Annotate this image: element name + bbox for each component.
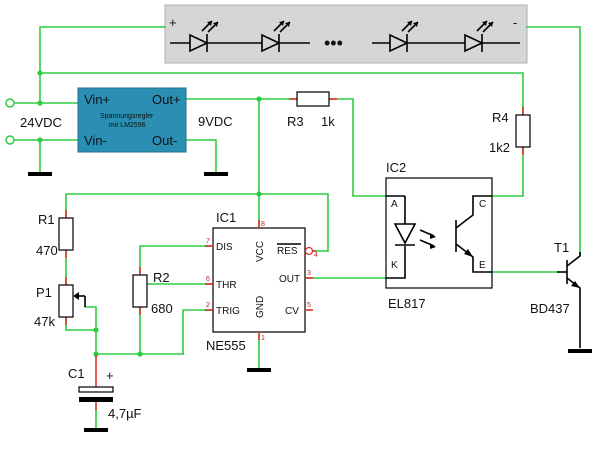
ic1-pinnum-thr: 6 (206, 276, 210, 283)
p1-value: 47k (34, 314, 55, 329)
ic1-pinnum-out: 3 (307, 270, 311, 277)
ic1-pin-thr: THR (216, 280, 237, 291)
voltage-regulator: Vin+ Out+ Spannungsregler mit LM2596 Vin… (77, 87, 187, 153)
ground-icon (568, 349, 592, 353)
input-terminal-minus[interactable] (5, 135, 15, 145)
ic1-pinnum-dis: 7 (206, 238, 210, 245)
c1-polarity: + (106, 368, 114, 383)
regulator-out-minus: Out- (152, 133, 177, 148)
ic1-pin-out: OUT (279, 274, 300, 285)
ic2-part: EL817 (388, 296, 426, 311)
ic1-name: IC1 (216, 210, 236, 225)
ic1-pinnum-trig: 2 (206, 302, 210, 309)
ic2-phototransistor-icon (455, 195, 492, 273)
r3-name: R3 (287, 114, 304, 129)
c1-name: C1 (68, 366, 85, 381)
input-voltage-label: 24VDC (20, 115, 62, 130)
led-2 (242, 20, 310, 53)
input-terminal-plus[interactable] (5, 98, 15, 108)
ic1-part: NE555 (206, 338, 246, 353)
c1-value: 4,7µF (108, 406, 142, 421)
regulator-output-voltage: 9VDC (198, 114, 233, 129)
led-strip-plus-label: + (169, 15, 177, 30)
ic2-pin-c: C (479, 199, 486, 210)
ic2-pin-e: E (479, 260, 486, 271)
ground-symbols (28, 172, 592, 432)
ic1-pin-cv: CV (285, 306, 299, 317)
led-strip-housing (164, 4, 528, 64)
r2-value: 680 (151, 301, 173, 316)
led-strip: + - ••• (164, 4, 528, 64)
led-3 (372, 20, 448, 53)
transistor-t1: T1 BD437 (530, 240, 581, 348)
resistor-r1: R1 470 (36, 210, 74, 258)
regulator-out-plus: Out+ (152, 92, 181, 107)
led-strip-minus-label: - (513, 15, 517, 30)
led-1 (189, 20, 242, 53)
ic1-pin-vcc: VCC (255, 241, 266, 262)
ic2-pin-a: A (391, 199, 398, 210)
regulator-board (77, 87, 187, 153)
capacitor-c1: + C1 4,7µF (68, 355, 142, 421)
p1-name: P1 (36, 285, 52, 300)
ground-icon (204, 172, 228, 176)
ic1-pinnum-gnd: 1 (261, 335, 265, 342)
regulator-title-line2: mit LM2596 (109, 122, 146, 129)
ic1-pin-gnd: GND (255, 296, 266, 318)
resistor-r4: R4 1k2 (489, 107, 531, 155)
led-strip-ellipsis: ••• (324, 33, 343, 53)
t1-name: T1 (554, 240, 569, 255)
ground-icon (84, 428, 108, 432)
r4-value: 1k2 (489, 140, 510, 155)
regulator-vin-plus: Vin+ (84, 92, 110, 107)
resistor-r3: R3 1k (287, 91, 337, 129)
ic1-pin-res: RES (277, 246, 298, 257)
ic1-pinnum-cv: 5 (307, 302, 311, 309)
r1-value: 470 (36, 243, 58, 258)
regulator-vin-minus: Vin- (84, 133, 107, 148)
resistor-r2: R2 680 (132, 267, 173, 316)
ic1-pin-dis: DIS (216, 242, 233, 253)
ground-icon (28, 172, 52, 176)
ic2-name: IC2 (386, 160, 406, 175)
ic1-pinnum-vcc: 8 (261, 221, 265, 228)
r4-name: R4 (492, 110, 509, 125)
ic1-ne555: DIS THR TRIG VCC GND RES OUT CV 7 6 2 8 … (205, 210, 318, 353)
r1-name: R1 (38, 212, 55, 227)
ic2-led-icon (386, 195, 436, 279)
ic2-pin-k: K (391, 260, 398, 271)
ground-icon (247, 368, 271, 372)
potentiometer-p1[interactable]: P1 47k (34, 277, 86, 329)
t1-part: BD437 (530, 301, 570, 316)
ic1-pin-trig: TRIG (216, 306, 240, 317)
led-4 (448, 20, 520, 53)
r3-value: 1k (321, 114, 335, 129)
r2-name: R2 (153, 270, 170, 285)
ic2-el817: IC2 EL817 A K C E (385, 160, 493, 311)
ic1-pinnum-res: 4 (314, 252, 318, 259)
regulator-title-line1: Spannungsregler (100, 113, 154, 120)
